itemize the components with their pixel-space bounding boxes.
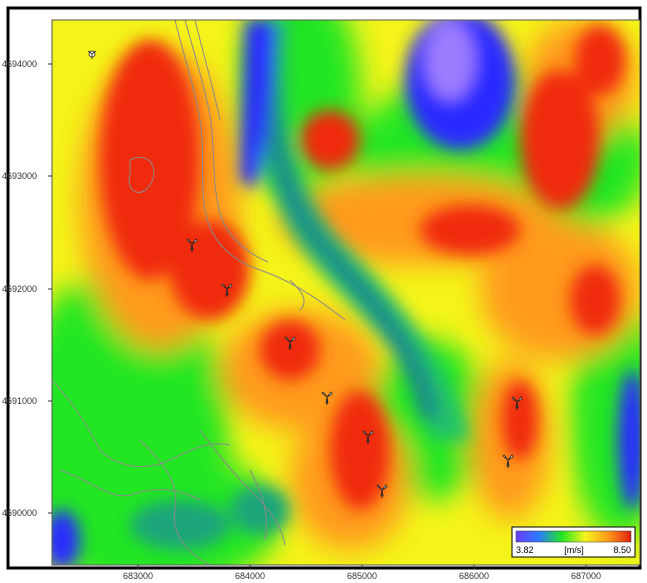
legend-color-ramp [515, 530, 632, 543]
turbine-icon[interactable] [87, 50, 97, 59]
x-tick-label: 684000 [235, 571, 265, 581]
legend-unit: [m/s] [564, 545, 584, 555]
y-tick-label: 4691000 [2, 396, 37, 406]
turbine-icon[interactable] [284, 336, 296, 350]
color-legend: 3.82 [m/s] 8.50 [511, 526, 636, 558]
y-tick-label: 4693000 [2, 171, 37, 181]
x-tick-label: 683000 [123, 571, 153, 581]
x-tick-label: 686000 [459, 571, 489, 581]
contour-lines [52, 20, 346, 565]
turbine-icon[interactable] [502, 454, 514, 468]
plot-border [51, 19, 641, 566]
wind-field [52, 20, 640, 565]
y-tick-label: 4692000 [2, 284, 37, 294]
x-axis: 683000 684000 685000 686000 687000 [123, 565, 601, 581]
turbine-icon[interactable] [321, 391, 333, 405]
legend-max: 8.50 [613, 545, 631, 555]
y-tick-label: 4694000 [2, 59, 37, 69]
y-tick-label: 4690000 [2, 508, 37, 518]
turbine-icon[interactable] [511, 396, 523, 410]
turbine-icon[interactable] [221, 283, 233, 297]
turbine-markers [87, 50, 523, 498]
x-tick-label: 687000 [571, 571, 601, 581]
turbine-icon[interactable] [362, 430, 374, 444]
y-axis: 4694000 4693000 4692000 4691000 4690000 [2, 59, 52, 518]
turbine-icon[interactable] [186, 238, 198, 252]
legend-min: 3.82 [516, 545, 534, 555]
turbine-icon[interactable] [376, 484, 388, 498]
x-tick-label: 685000 [347, 571, 377, 581]
